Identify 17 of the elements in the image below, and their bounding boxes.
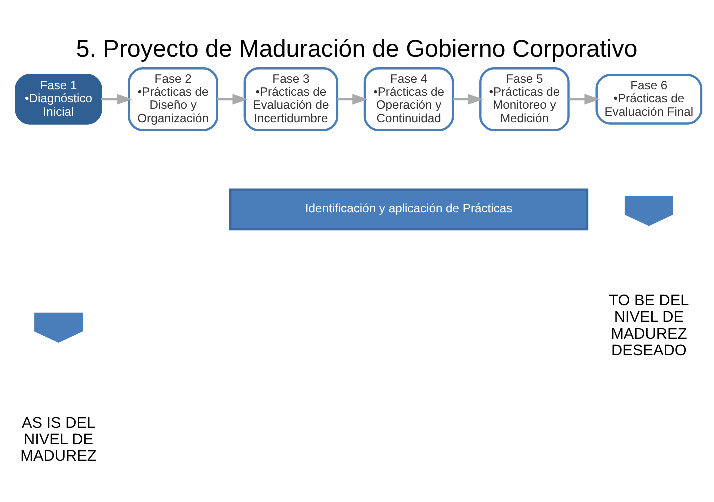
arrow [338, 94, 368, 104]
node-arrow [624, 196, 674, 226]
diagram-title: 5. Proyecto de Maduración de Gobierno Corporativo [76, 36, 638, 63]
node-box: Fase 5 •Prácticas de Monitoreo y Medición [480, 67, 570, 131]
node-box: Fase 4 •Prácticas de Operación y Continuidad [364, 67, 454, 131]
node-arrow [34, 312, 83, 342]
label: TO BE DEL NIVEL DE MADUREZ DESEADO [609, 292, 690, 359]
node-box: Fase 1 •Diagnóstico Inicial [15, 74, 102, 124]
label: AS IS DEL NIVEL DE MADUREZ [20, 414, 97, 464]
node-box: Identificación y aplicación de Prácticas [230, 188, 589, 230]
node-box: Fase 6 •Prácticas de Evaluación Final [596, 74, 703, 124]
node-box: Fase 3 •Prácticas de Evaluación de Incertidumbre [244, 67, 339, 131]
arrow [218, 94, 248, 104]
arrow [101, 94, 132, 104]
arrow [453, 94, 484, 104]
node-box: Fase 2 •Prácticas de Diseño y Organización [128, 67, 218, 131]
arrow [568, 94, 600, 104]
